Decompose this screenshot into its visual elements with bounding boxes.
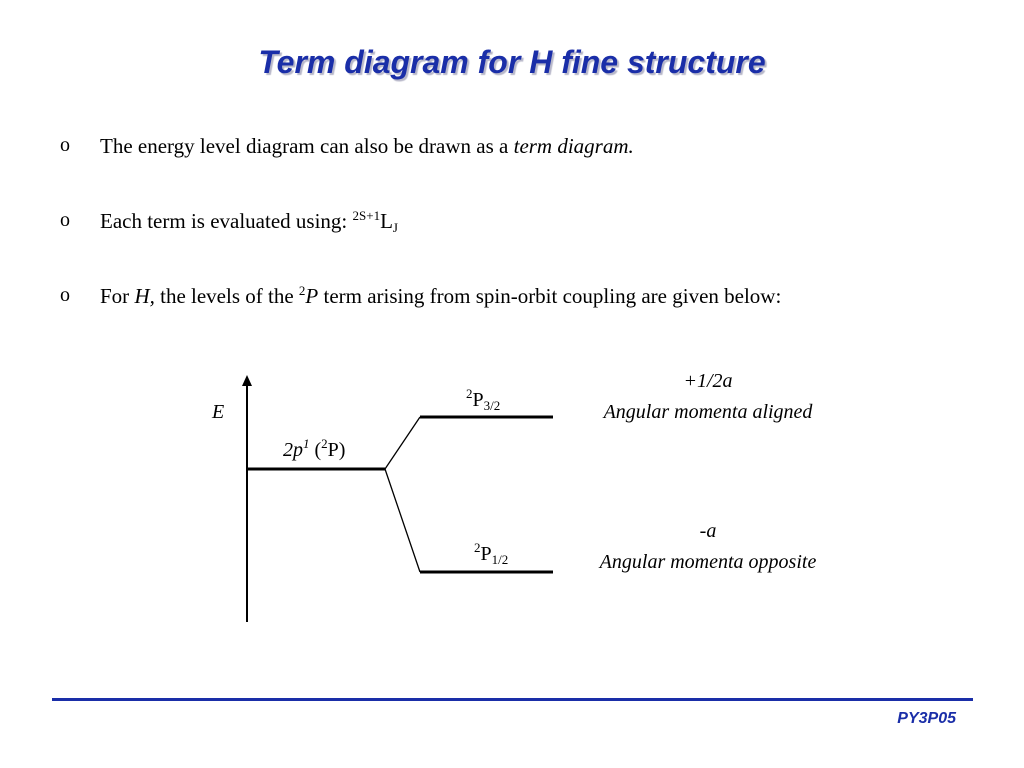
split-connector-up xyxy=(384,416,421,470)
ground-term-base: P) xyxy=(327,439,346,461)
bullet-text-part: term arising from spin-orbit coupling ar… xyxy=(318,284,782,308)
bullet-marker: o xyxy=(60,284,70,306)
bullet-h-levels: o For H, the levels of the 2P term arisi… xyxy=(60,284,980,310)
bullet-italic-p: P xyxy=(305,284,319,308)
upper-energy-shift: +1/2a xyxy=(683,370,733,392)
formula-subscript: J xyxy=(392,220,398,235)
bullet-emphasis: term diagram. xyxy=(513,134,634,158)
lower-description: Angular momenta opposite xyxy=(599,551,817,573)
ground-term-superscript: 2 xyxy=(321,436,328,451)
split-connector-down xyxy=(384,468,421,573)
slide-title: Term diagram for H fine structure xyxy=(258,44,766,80)
ground-orbital-superscript: 1 xyxy=(303,436,310,451)
upper-description: Angular momenta aligned xyxy=(603,401,813,423)
ground-term-label: 2p1 (2P) xyxy=(283,437,346,461)
ground-paren: ( xyxy=(309,439,322,461)
bullet-term-formula: o Each term is evaluated using: 2S+1LJ xyxy=(60,209,980,235)
term-superscript: 2 xyxy=(298,283,306,298)
upper-term-base: P xyxy=(472,389,484,411)
footer-course-code: PY3P05 xyxy=(897,710,956,727)
bullet-text: The energy level diagram can also be dra… xyxy=(100,134,514,158)
lower-energy-shift: -a xyxy=(699,520,717,542)
lower-term-base: P xyxy=(480,543,492,565)
lower-term-label: 2P1/2 xyxy=(474,541,509,567)
ground-orbital: 2p xyxy=(283,439,303,461)
bullet-marker: o xyxy=(60,134,70,156)
bullet-marker: o xyxy=(60,209,70,231)
axis-arrowhead xyxy=(242,375,252,386)
upper-term-label: 2P3/2 xyxy=(466,387,501,413)
lower-term-superscript: 2 xyxy=(474,540,481,555)
footer-divider xyxy=(52,698,973,701)
bullet-text-part: For xyxy=(100,284,135,308)
upper-term-superscript: 2 xyxy=(466,386,473,401)
formula-superscript: 2S+1 xyxy=(352,208,381,223)
bullet-list: o The energy level diagram can also be d… xyxy=(60,134,980,359)
bullet-term-diagram: o The energy level diagram can also be d… xyxy=(60,134,980,160)
bullet-text: Each term is evaluated using: xyxy=(100,209,353,233)
formula-base: L xyxy=(380,209,393,233)
upper-term-subscript: 3/2 xyxy=(483,398,501,413)
axis-label-e: E xyxy=(212,401,225,423)
lower-term-subscript: 1/2 xyxy=(491,552,509,567)
bullet-text-part: the levels of the xyxy=(154,284,299,308)
bullet-italic-h: H, xyxy=(134,284,155,308)
